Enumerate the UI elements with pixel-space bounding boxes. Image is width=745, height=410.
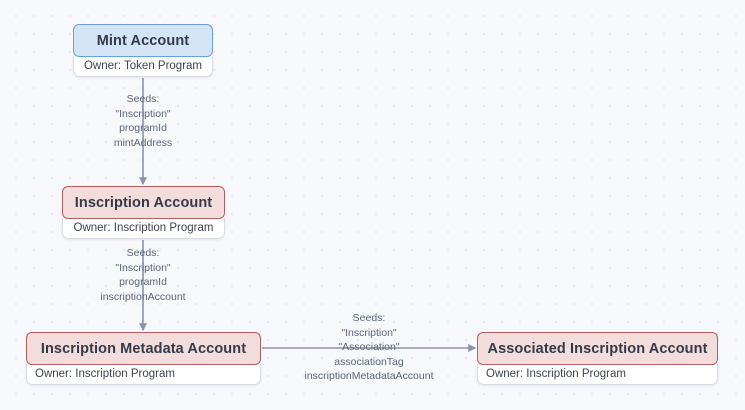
edge-label-line: inscriptionAccount: [100, 290, 186, 303]
node-title: Mint Account: [73, 24, 213, 57]
node-title: Inscription Metadata Account: [26, 332, 261, 365]
edge-label-line: "Association": [338, 341, 400, 354]
edge-label-line: programId: [119, 122, 167, 135]
edge-label-line: "Inscription": [341, 326, 397, 339]
edge-label-line: inscriptionMetadataAccount: [304, 370, 434, 383]
edge-label-line: associationTag: [334, 355, 404, 368]
edge-label-inscription-to-metadata: Seeds: "Inscription" programId inscripti…: [83, 246, 203, 304]
node-mint-account[interactable]: Mint Account Owner: Token Program: [73, 24, 213, 77]
edge-label-line: mintAddress: [113, 136, 173, 149]
edge-label-line: "Inscription": [115, 261, 171, 274]
node-inscription-metadata-account[interactable]: Inscription Metadata Account Owner: Insc…: [26, 332, 261, 385]
node-associated-inscription-account[interactable]: Associated Inscription Account Owner: In…: [477, 332, 718, 385]
edge-label-line: Seeds:: [126, 93, 160, 105]
edge-label-line: programId: [119, 276, 167, 289]
edge-label-mint-to-inscription: Seeds: "Inscription" programId mintAddre…: [88, 92, 198, 150]
node-owner-label: Owner: Inscription Program: [26, 364, 261, 385]
node-title: Inscription Account: [62, 186, 225, 219]
node-owner-label: Owner: Token Program: [73, 56, 213, 77]
node-owner-label: Owner: Inscription Program: [62, 218, 225, 239]
node-inscription-account[interactable]: Inscription Account Owner: Inscription P…: [62, 186, 225, 239]
edge-label-metadata-to-associated: Seeds: "Inscription" "Association" assoc…: [291, 311, 447, 384]
edge-label-line: Seeds:: [352, 312, 386, 324]
node-owner-label: Owner: Inscription Program: [477, 364, 718, 385]
node-title: Associated Inscription Account: [477, 332, 718, 365]
edge-label-line: "Inscription": [115, 107, 171, 120]
edge-label-line: Seeds:: [126, 247, 160, 259]
